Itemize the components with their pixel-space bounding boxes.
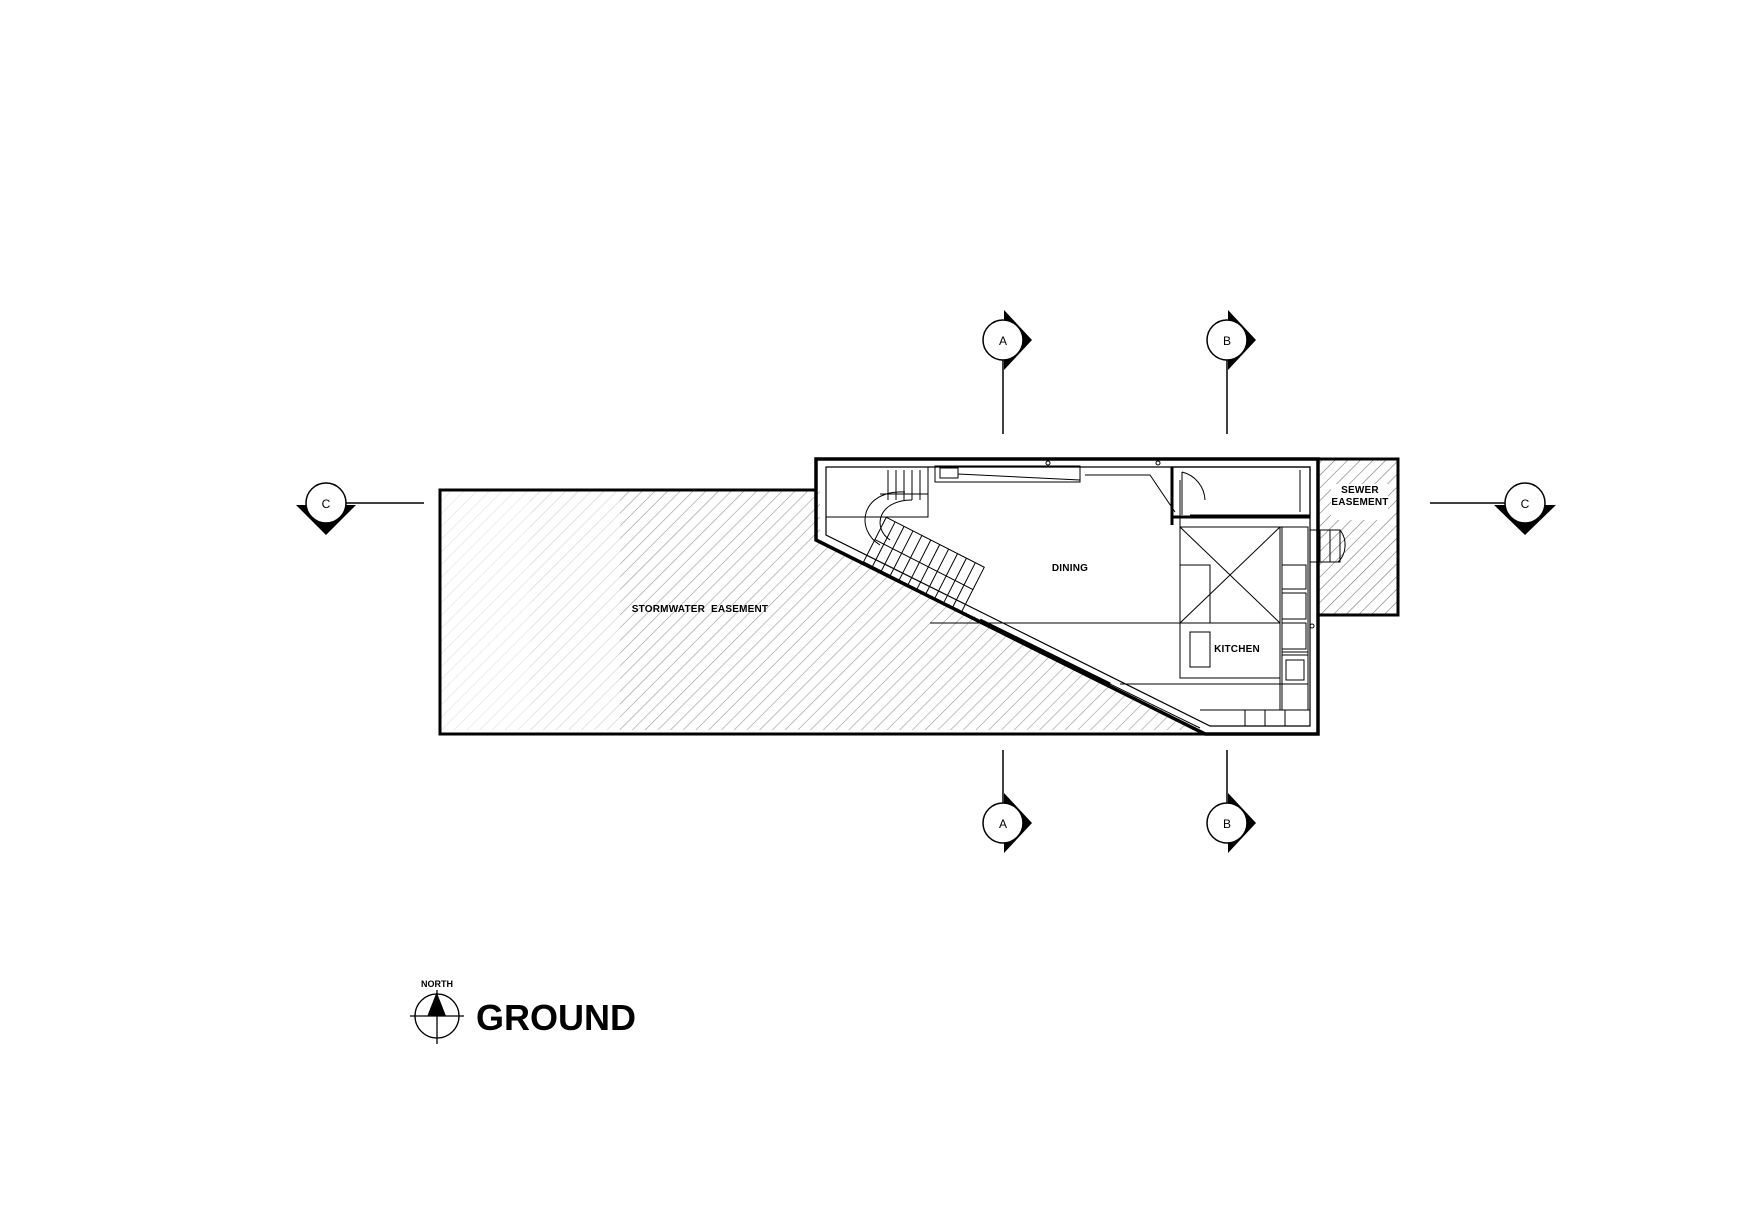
room-label-stormwater-easement: STORMWATER EASEMENT [632, 604, 768, 615]
section-marker-a-bottom: A [982, 750, 1032, 853]
north-arrow-icon [410, 990, 464, 1044]
kitchen-joinery [930, 480, 1346, 726]
stormwater-easement [440, 490, 1205, 730]
section-letter-b-top: B [1223, 334, 1231, 348]
room-label-sewer-line2: EASEMENT [1331, 497, 1388, 508]
section-marker-c-right: C [1430, 482, 1556, 535]
section-marker-a-top: A [982, 310, 1032, 434]
section-marker-c-left: C [296, 482, 424, 535]
section-letter-c-left: C [322, 497, 331, 511]
north-label: NORTH [421, 979, 453, 989]
section-letter-c-right: C [1521, 497, 1530, 511]
drawing-title: GROUND [476, 997, 636, 1038]
sewer-easement [1316, 457, 1400, 617]
section-marker-b-bottom: B [1206, 750, 1256, 853]
stair [825, 466, 985, 613]
bench-joinery [934, 460, 1176, 513]
room-label-dining: DINING [1052, 563, 1088, 574]
room-label-kitchen: KITCHEN [1214, 644, 1260, 655]
room-label-sewer-line1: SEWER [1341, 485, 1379, 496]
section-letter-a-top: A [999, 334, 1007, 348]
section-letter-a-bottom: A [999, 817, 1007, 831]
wc-room [1170, 466, 1311, 525]
section-letter-b-bottom: B [1223, 817, 1231, 831]
section-marker-b-top: B [1206, 310, 1256, 434]
